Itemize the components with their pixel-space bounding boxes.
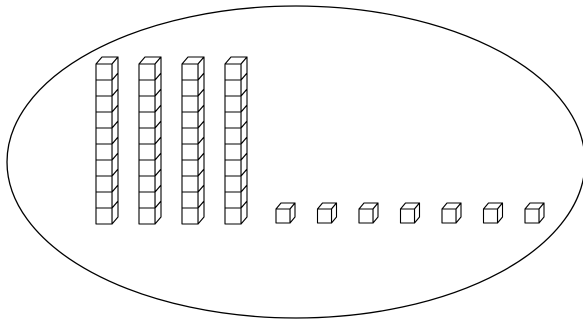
boundary-ellipse <box>7 6 583 318</box>
ones-cube <box>442 203 461 223</box>
tens-rod <box>182 57 204 224</box>
ones-cube <box>484 203 503 223</box>
ones-cube <box>401 203 420 223</box>
ones-cube <box>318 203 337 223</box>
ones-cubes-group <box>276 203 544 223</box>
ones-cube <box>359 203 378 223</box>
rod-unit-cube <box>225 57 247 80</box>
rod-unit-cube <box>182 57 204 80</box>
tens-rod <box>139 57 161 224</box>
tens-rod <box>96 57 118 224</box>
rod-unit-cube <box>96 57 118 80</box>
ones-cube <box>276 203 295 223</box>
tens-rods-group <box>96 57 247 224</box>
tens-rod <box>225 57 247 224</box>
ones-cube <box>525 203 544 223</box>
rod-unit-cube <box>139 57 161 80</box>
